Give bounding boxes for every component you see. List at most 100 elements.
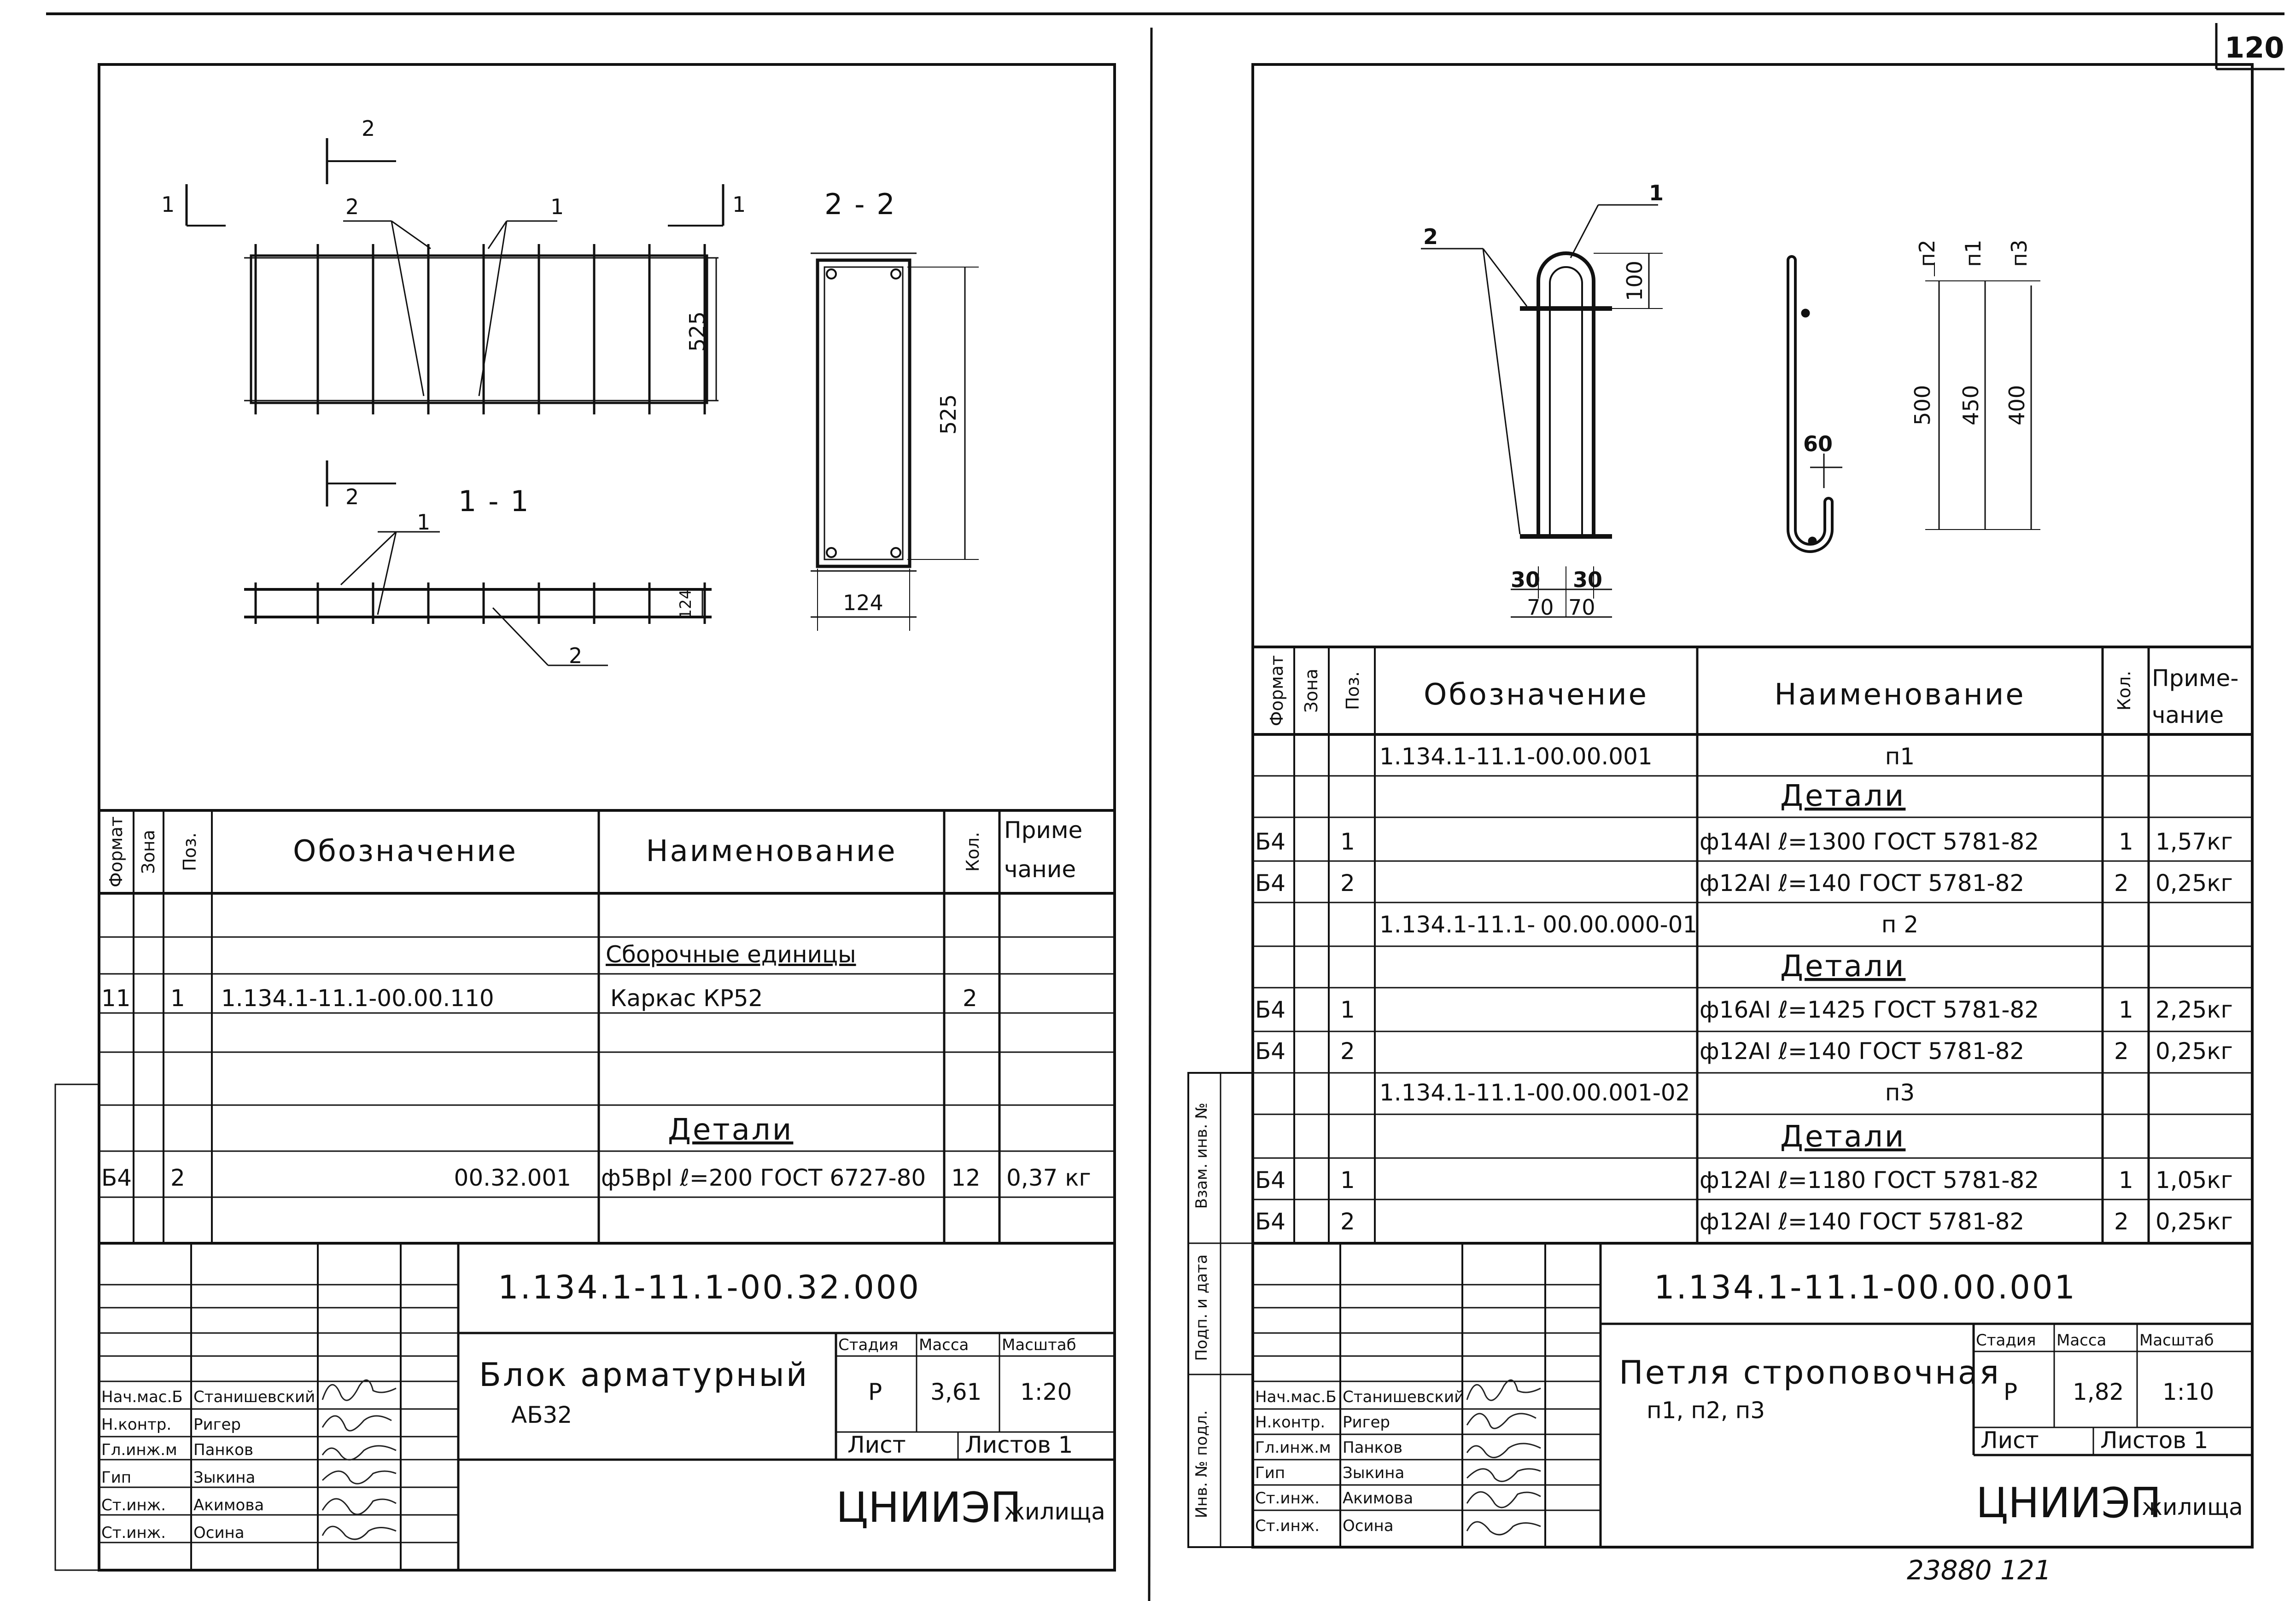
section-heading: Детали — [1780, 949, 1905, 984]
right-doc-title-2: п1, п2, п3 — [1647, 1397, 1765, 1424]
right-stage-value: Р — [2004, 1379, 2017, 1405]
person-role: Ст.инж. — [101, 1524, 166, 1542]
footer-note: 23880 121 — [1907, 1554, 2051, 1586]
section-2-2-title: 2 - 2 — [824, 187, 896, 221]
left-people-list: Нач.мас.Б Станишевский Н.контр. Ригер Гл… — [101, 1388, 315, 1542]
table-row-name: ф16АI ℓ=1425 ГОСТ 5781-82 — [1700, 996, 2039, 1023]
dim-500: 500 — [1910, 385, 1935, 425]
dim-70a: 70 — [1527, 595, 1554, 620]
right-doc-code: 1.134.1-11.1-00.00.001 — [1654, 1269, 2077, 1306]
label-p3: п3 — [2007, 239, 2032, 267]
table-row-format: Б4 — [1255, 1038, 1285, 1065]
table-row-format: Б4 — [1255, 828, 1285, 855]
left-sheet-header: Лист — [847, 1432, 906, 1458]
person-name: Осина — [193, 1524, 245, 1542]
left-header-zone: Зона — [138, 830, 158, 874]
table-row-qty: 1 — [2119, 996, 2133, 1023]
table-row-designation: 1.134.1-11.1-00.00.001-02 — [1379, 1079, 1690, 1106]
right-header-note-1: Приме- — [2152, 665, 2238, 692]
person-role: Ст.инж. — [1255, 1489, 1320, 1508]
section-heading: Детали — [1780, 779, 1905, 813]
right-mass-value: 1,82 — [2073, 1379, 2124, 1405]
left-doc-code: 1.134.1-11.1-00.32.000 — [498, 1269, 921, 1306]
section-1-1-drawing — [244, 531, 712, 666]
table-row-designation: 1.134.1-11.1- 00.00.000-01 — [1379, 911, 1697, 938]
left-plan-drawing — [185, 138, 724, 506]
right-loop-drawing — [1421, 204, 1663, 618]
right-scale-value: 1:10 — [2162, 1379, 2214, 1405]
table-row-name: Каркас КР52 — [610, 985, 763, 1012]
table-row-name: ф12АI ℓ=140 ГОСТ 5781-82 — [1700, 1038, 2024, 1065]
right-sheets-header: Листов 1 — [2100, 1427, 2208, 1454]
dim-124-width: 124 — [843, 590, 883, 615]
left-scale-header: Масштаб — [1002, 1336, 1076, 1354]
person-name: Ригер — [1343, 1413, 1390, 1432]
side-label-inv-podl: Инв. № подл. — [1192, 1410, 1211, 1519]
right-header-zone: Зона — [1301, 669, 1321, 713]
right-leader-1: 1 — [1649, 180, 1664, 205]
table-row-pos: 1 — [1340, 996, 1355, 1023]
table-row-note: 1,57кг — [2156, 828, 2233, 855]
left-doc-title-2: АБ32 — [511, 1402, 572, 1428]
table-row-qty: 1 — [2119, 828, 2133, 855]
page-number: 120 — [2225, 31, 2284, 64]
section-1-1-title: 1 - 1 — [458, 484, 530, 518]
left-spec-table — [99, 809, 1115, 1243]
right-header-note-2: чание — [2152, 702, 2224, 728]
left-spec-rows: 11 1 1.134.1-11.1-00.00.110 Каркас КР52 … — [101, 941, 1091, 1191]
dim-30a: 30 — [1511, 567, 1540, 592]
table-row-pos: 1 — [170, 985, 185, 1012]
table-row-designation: 00.32.001 — [454, 1164, 571, 1191]
right-mass-header: Масса — [2056, 1331, 2106, 1350]
table-row-format: Б4 — [1255, 1167, 1285, 1193]
person-role: Нач.мас.Б — [101, 1388, 183, 1406]
table-row-qty: 1 — [2119, 1167, 2133, 1193]
table-row-note: 0,25кг — [2156, 1038, 2233, 1065]
right-doc-title-1: Петля строповочная — [1619, 1354, 2001, 1391]
table-row-note: 0,37 кг — [1006, 1164, 1091, 1191]
person-name: Осина — [1343, 1517, 1394, 1535]
dim-124-height: 124 — [677, 589, 695, 619]
table-row-pos: 2 — [1340, 1038, 1355, 1065]
section-heading: Детали — [1780, 1120, 1905, 1154]
person-role: Н.контр. — [1255, 1413, 1325, 1432]
table-row-qty: 2 — [2114, 1208, 2129, 1235]
right-header-designation: Обозначение — [1424, 678, 1648, 712]
left-stage-header: Стадия — [838, 1336, 898, 1354]
leader-1: 1 — [550, 194, 564, 219]
table-row-qty: 2 — [963, 985, 977, 1012]
dim-525-section: 525 — [936, 394, 961, 435]
left-header-note-2: чание — [1004, 856, 1076, 883]
table-row-name: ф12АI ℓ=140 ГОСТ 5781-82 — [1700, 870, 2024, 897]
dim-450: 450 — [1958, 385, 1983, 425]
dim-70b: 70 — [1568, 595, 1595, 620]
right-spec-table — [1253, 646, 2252, 1243]
table-row-format: 11 — [101, 985, 131, 1012]
table-row-pos: 1 — [1340, 828, 1355, 855]
left-header-qty: Кол. — [963, 832, 983, 872]
left-title-block — [54, 1083, 1115, 1571]
person-role: Ст.инж. — [1255, 1517, 1320, 1535]
person-role: Гип — [101, 1468, 131, 1487]
left-org-2: жилища — [1004, 1498, 1105, 1525]
person-name: Акимова — [1343, 1489, 1413, 1508]
right-org-2: жилища — [2142, 1494, 2243, 1520]
table-row-qty: 2 — [2114, 870, 2129, 897]
person-role: Гл.инж.м — [101, 1441, 177, 1459]
leader-2-bottom: 2 — [569, 643, 582, 668]
left-header-pos: Поз. — [180, 833, 200, 871]
left-sheet: 2 2 1 1 2 1 525 2 - 2 525 124 — [54, 63, 1116, 1572]
person-role: Н.контр. — [101, 1415, 171, 1434]
left-header-note-1: Приме — [1004, 817, 1082, 844]
right-scale-header: Масштаб — [2139, 1331, 2214, 1350]
right-header-qty: Кол. — [2114, 671, 2134, 711]
dim-60: 60 — [1803, 431, 1833, 456]
person-name: Зыкина — [193, 1468, 255, 1487]
person-role: Гип — [1255, 1464, 1285, 1482]
table-row-name: ф12АI ℓ=1180 ГОСТ 5781-82 — [1700, 1167, 2039, 1193]
person-role: Гл.инж.м — [1255, 1438, 1331, 1457]
section-mark-bottom: 2 — [345, 484, 359, 509]
table-row-name: ф12АI ℓ=140 ГОСТ 5781-82 — [1700, 1208, 2024, 1235]
section-mark-top: 2 — [362, 116, 375, 141]
